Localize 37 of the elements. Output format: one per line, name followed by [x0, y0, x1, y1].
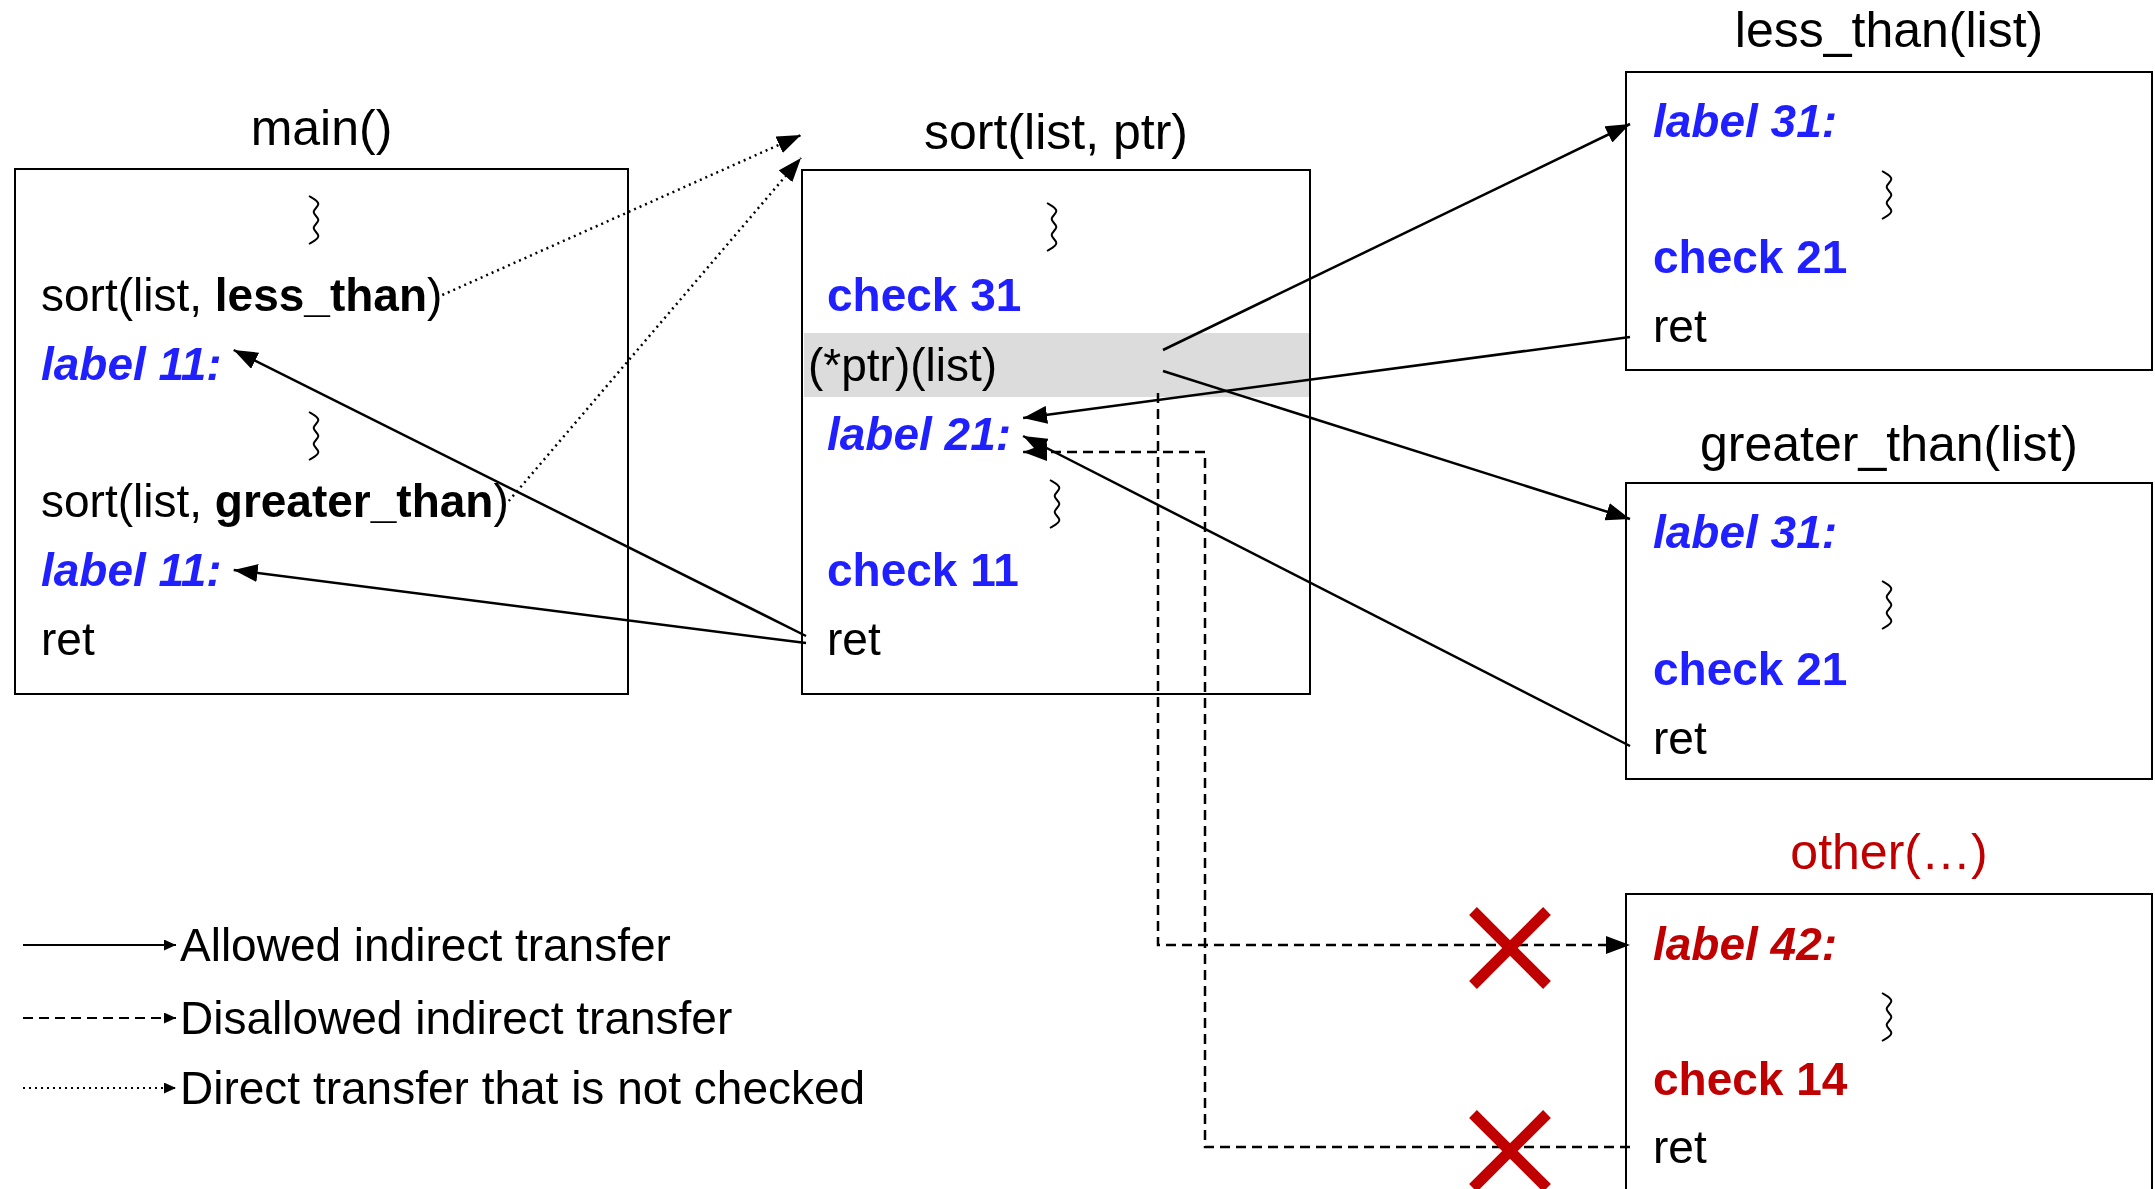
- arrow: [233, 348, 807, 638]
- arrow: [1023, 443, 1630, 1149]
- check-instruction: check 11: [827, 542, 1019, 598]
- arrow: [1156, 393, 1630, 954]
- arrow: [441, 133, 802, 297]
- code-label: label 11:: [41, 336, 234, 392]
- check-instruction: check 31: [827, 267, 1022, 323]
- code-line: ret: [1630, 298, 1707, 354]
- code-line: (*ptr)(list): [806, 337, 1163, 393]
- code-label: label 11:: [41, 542, 234, 598]
- code-line: ret: [41, 611, 95, 667]
- function-title: other(…): [1790, 823, 1988, 882]
- function-title: greater_than(list): [1700, 415, 2078, 474]
- code-label: label 42:: [1630, 916, 1838, 972]
- check-instruction: check 21: [1630, 229, 1848, 285]
- arrow: [1162, 369, 1631, 521]
- code-line: ret: [1630, 1119, 1707, 1175]
- code-line: sort(list, less_than): [41, 267, 443, 323]
- legend-text: Direct transfer that is not checked: [180, 1061, 866, 1116]
- code-line: sort(list, greater_than): [41, 473, 509, 529]
- code-label: label 31:: [1630, 504, 1838, 560]
- arrow: [1022, 335, 1631, 424]
- code-line: ret: [806, 611, 881, 667]
- function-title: sort(list, ptr): [924, 103, 1188, 162]
- check-instruction: check 21: [1630, 641, 1848, 697]
- arrow: [1162, 122, 1631, 352]
- arrow: [507, 157, 802, 502]
- code-label: label 31:: [1630, 93, 1838, 149]
- arrow: [1022, 434, 1631, 748]
- code-line: ret: [1630, 710, 1707, 766]
- function-title: less_than(list): [1734, 1, 2044, 60]
- arrow: [233, 564, 807, 645]
- function-title: main(): [250, 99, 393, 158]
- legend-text: Allowed indirect transfer: [180, 918, 671, 973]
- legend-text: Disallowed indirect transfer: [180, 991, 733, 1046]
- code-label: label 21:: [827, 406, 1024, 462]
- check-instruction: check 14: [1630, 1051, 1848, 1107]
